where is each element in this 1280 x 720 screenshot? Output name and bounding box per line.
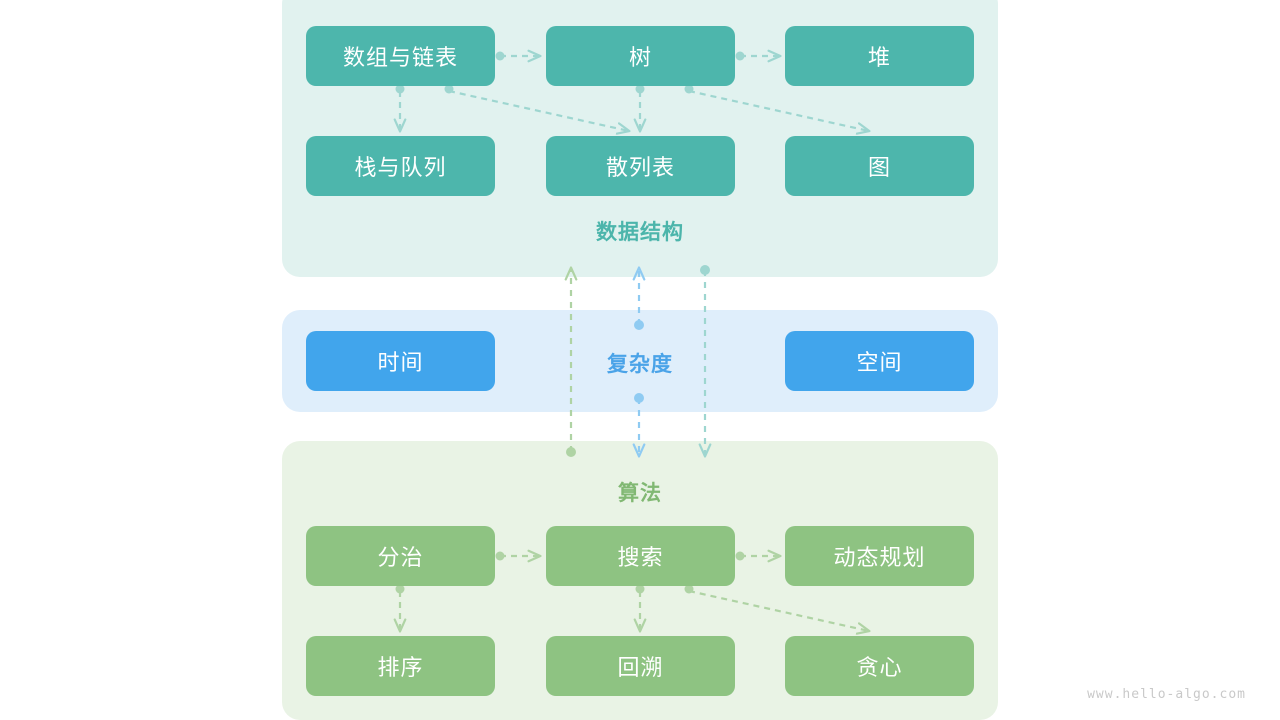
node-label: 搜索 (617, 545, 664, 570)
node-label: 散列表 (605, 155, 675, 180)
node-sorting[interactable]: 排序 (306, 636, 495, 696)
watermark: www.hello-algo.com (1087, 687, 1246, 702)
node-search[interactable]: 搜索 (546, 526, 735, 586)
node-label: 树 (628, 45, 652, 70)
node-label: 数组与链表 (342, 45, 458, 70)
node-label: 堆 (867, 45, 891, 70)
node-space[interactable]: 空间 (785, 331, 974, 391)
section-title-complexity: 复杂度 (607, 353, 673, 376)
node-label: 排序 (377, 655, 424, 680)
node-tree[interactable]: 树 (546, 26, 735, 86)
node-label: 空间 (856, 350, 903, 375)
node-backtracking[interactable]: 回溯 (546, 636, 735, 696)
node-dynamic-programming[interactable]: 动态规划 (785, 526, 974, 586)
node-label: 动态规划 (833, 545, 926, 570)
node-divide-conquer[interactable]: 分治 (306, 526, 495, 586)
node-label: 贪心 (856, 655, 903, 680)
node-label: 回溯 (617, 655, 664, 680)
node-label: 时间 (377, 350, 424, 375)
node-array-linkedlist[interactable]: 数组与链表 (306, 26, 495, 86)
node-graph[interactable]: 图 (785, 136, 974, 196)
node-hash-table[interactable]: 散列表 (546, 136, 735, 196)
section-title-data-structure: 数据结构 (596, 221, 684, 244)
node-label: 栈与队列 (354, 155, 447, 180)
node-stack-queue[interactable]: 栈与队列 (306, 136, 495, 196)
node-greedy[interactable]: 贪心 (785, 636, 974, 696)
section-title-algorithm: 算法 (618, 482, 662, 505)
node-time[interactable]: 时间 (306, 331, 495, 391)
node-label: 图 (867, 155, 891, 180)
node-label: 分治 (377, 545, 424, 570)
node-heap[interactable]: 堆 (785, 26, 974, 86)
